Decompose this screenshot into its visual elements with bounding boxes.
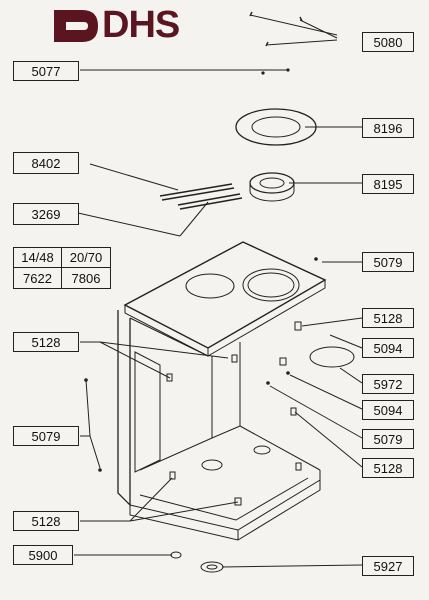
model-cell: 7622 [14, 268, 62, 288]
part-label-5927: 5927 [362, 556, 414, 576]
part-label-5080: 5080 [362, 32, 414, 52]
part-label-5094: 5094 [362, 338, 414, 358]
dhs-logo-mark-icon [54, 10, 98, 42]
dhs-logo-text: DHS [102, 4, 180, 46]
part-label-5128: 5128 [13, 332, 79, 352]
part-label-5128: 5128 [362, 458, 414, 478]
part-label-5900: 5900 [13, 545, 73, 565]
part-label-8402: 8402 [13, 152, 79, 174]
part-label-5079: 5079 [13, 426, 79, 446]
model-number-table: 14/48 20/70 7622 7806 [13, 247, 111, 289]
model-cell: 7806 [71, 270, 101, 286]
part-label-5077: 5077 [13, 61, 79, 81]
part-label-3269: 3269 [13, 203, 79, 225]
part-label-8196: 8196 [362, 118, 414, 138]
part-label-5128: 5128 [13, 511, 79, 531]
model-cell: 14/48 [14, 248, 62, 268]
part-label-5094: 5094 [362, 400, 414, 420]
part-label-5079: 5079 [362, 429, 414, 449]
part-label-5079: 5079 [362, 252, 414, 272]
part-label-5972: 5972 [362, 374, 414, 394]
model-cell: 20/70 [62, 248, 110, 268]
dhs-logo [52, 6, 202, 46]
part-label-8195: 8195 [362, 174, 414, 194]
part-label-5128: 5128 [362, 308, 414, 328]
